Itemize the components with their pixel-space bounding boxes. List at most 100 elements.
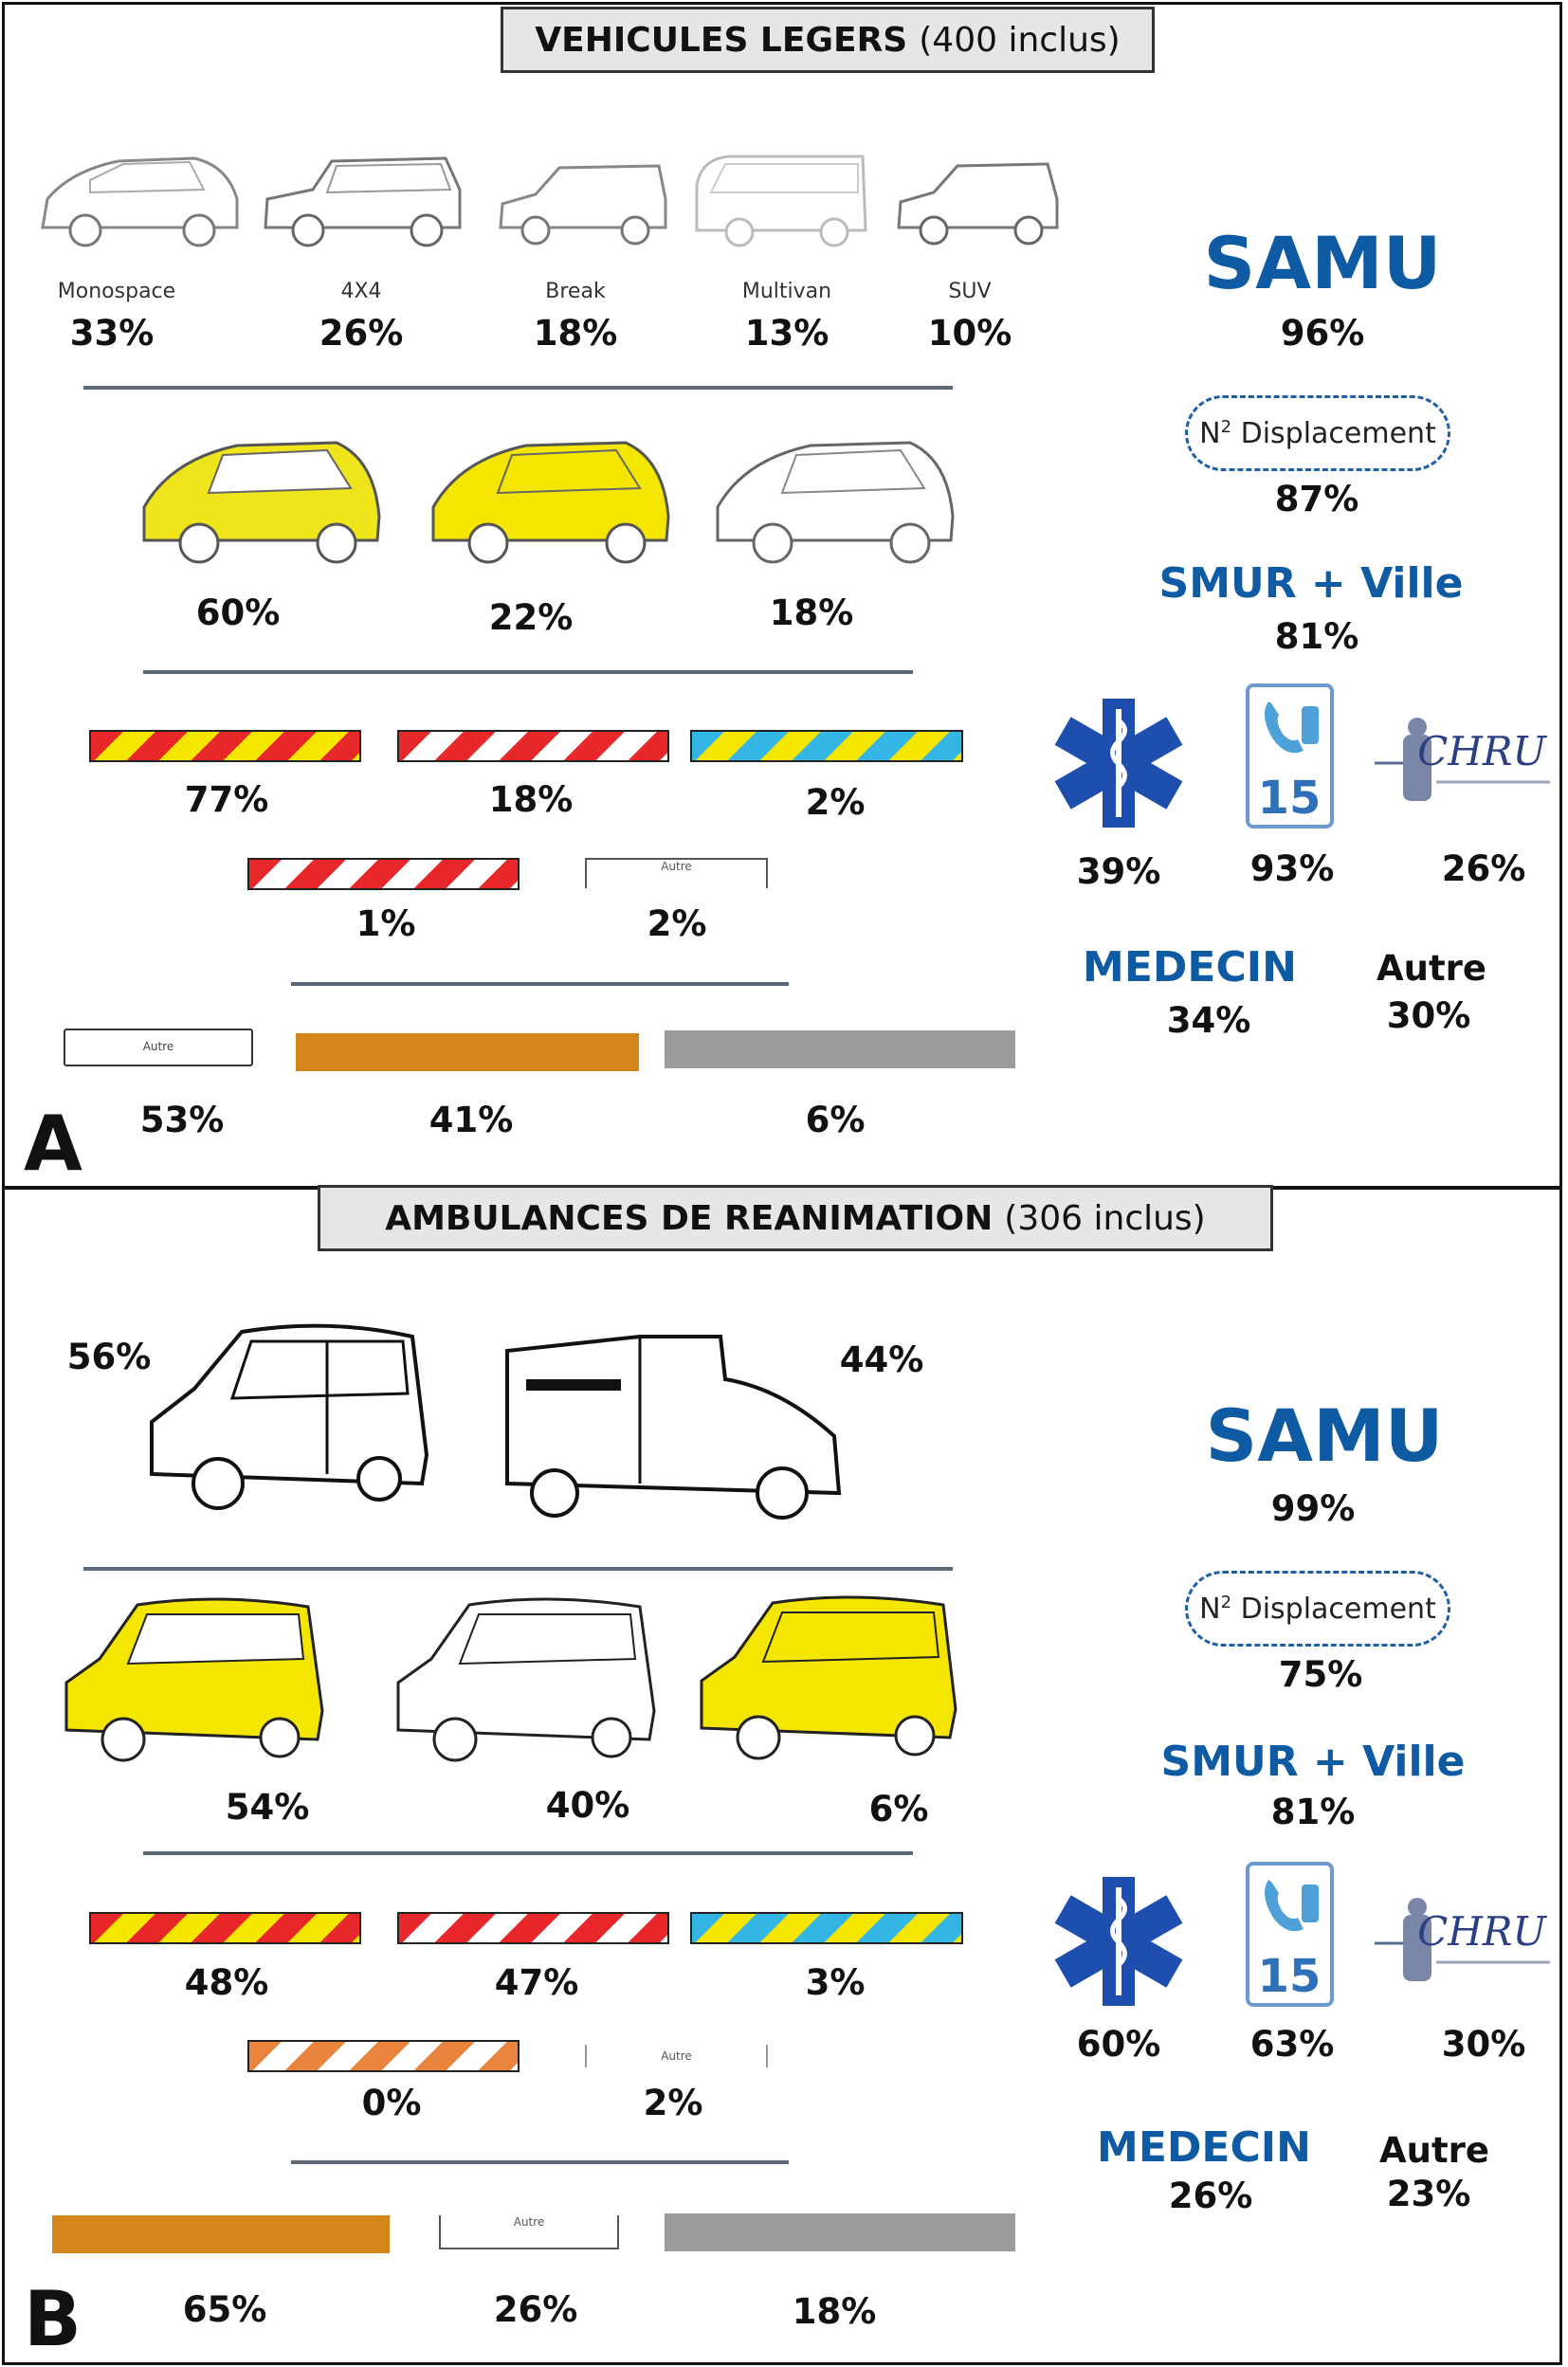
stripe-pct-other: 2% [643,2083,703,2123]
panel-b-title-bold: AMBULANCES DE REANIMATION [385,1198,994,1238]
panel-a-title-bold: VEHICULES LEGERS [535,20,908,60]
separator [291,982,789,986]
ambulance-color-pct-yellow: 54% [225,1787,310,1828]
panel-b-title-count: (306 inclus) [1004,1198,1206,1238]
bar-orange [296,1033,639,1071]
displacement-label: Displacement [1240,416,1436,450]
break-car-icon [499,164,667,246]
autre-pct: 23% [1386,2174,1471,2214]
stripe-other-label: Autre [661,860,692,873]
panel-a-letter: A [24,1100,82,1188]
medecin-label: MEDECIN [1097,2123,1311,2172]
white-car-icon [716,441,955,564]
bar-pct-orange: 41% [428,1100,514,1140]
vehicle-pct-suv: 10% [927,313,1012,354]
bracket-right [766,2045,768,2067]
color-pct-white: 18% [769,592,854,633]
stripe-red-white [397,1912,669,1944]
stripe-other-bracket: Autre [585,858,768,888]
stripe-pct-red-white: 18% [488,779,574,820]
yellow-ambulance-icon [64,1597,324,1762]
bar-pct-orange: 65% [182,2289,267,2330]
logo-pct-15: 63% [1249,2024,1335,2065]
samu-title: SAMU [1205,1393,1444,1478]
bar-gray [665,1030,1015,1068]
displacement-pill: N2 Displacement [1185,1571,1450,1647]
star-of-life-icon [1054,699,1183,828]
phone-15-text: 15 [1258,1950,1322,2003]
stripe-red-yellow [89,1912,361,1944]
stripe-red-yellow [89,730,361,762]
panel-b-letter: B [24,2275,82,2363]
stripe-pct-red-white: 47% [494,1962,579,2003]
stripe-blue-yellow [690,730,963,762]
separator [83,386,953,390]
monospace-car-icon [41,156,239,247]
bar-pct-other: 26% [493,2289,578,2330]
logo-pct-chru: 26% [1441,848,1526,889]
panel-b-title: AMBULANCES DE REANIMATION (306 inclus) [318,1185,1273,1251]
displacement-pct: 75% [1278,1654,1363,1695]
stripe-other-bracket: Autre [585,2043,768,2069]
vehicle-label-multivan: Multivan [741,280,832,303]
bar-pct-gray: 6% [805,1100,866,1140]
samu-pct: 99% [1270,1488,1356,1529]
ambulance-van-icon [150,1323,429,1510]
stripe-pct-red-white-small: 1% [356,903,416,944]
phone-15-icon: 15 [1246,1862,1334,2007]
vehicle-pct-break: 18% [533,313,618,354]
autre-label: Autre [1376,948,1486,989]
separator [143,670,913,674]
4x4-car-icon [264,156,462,247]
panel-b-ambulances: AMBULANCES DE REANIMATION (306 inclus) 5… [2,1185,1562,2365]
logo-pct-15: 93% [1249,848,1335,889]
displacement-label: Displacement [1240,1592,1436,1626]
yellow-car-icon [142,441,381,564]
chru-logo-icon: CHRU [1375,1898,1550,1981]
ambulance-pct-van: 56% [66,1337,152,1377]
stripe-red-white-small [247,858,520,890]
separator [291,2160,789,2164]
bar-other: Autre [64,1029,253,1066]
panel-a-title-count: (400 inclus) [919,20,1121,60]
phone-15-icon: 15 [1246,683,1334,828]
stripe-orange-white [247,2040,520,2072]
medecin-pct: 26% [1168,2176,1253,2216]
displacement-n2: N2 [1199,416,1232,450]
panel-a-vehicules-legers: VEHICULES LEGERS (400 inclus) Monospace … [2,2,1562,1189]
multivan-car-icon [695,155,867,247]
ambulance-pct-box: 44% [839,1339,924,1380]
displacement-pct: 87% [1274,479,1359,519]
separator [143,1851,913,1855]
stripe-red-white [397,730,669,762]
bar-other: Autre [439,2215,619,2249]
bracket-left [585,2045,587,2067]
displacement-n2: N2 [1199,1592,1232,1626]
samu-pct: 96% [1280,313,1365,354]
white-ambulance-icon [396,1597,656,1762]
separator [83,1567,953,1571]
panel-a-title: VEHICULES LEGERS (400 inclus) [501,7,1155,73]
chru-text: CHRU [1417,1908,1547,1955]
stripe-pct-blue-yellow: 2% [805,782,866,823]
smur-ville-label: SMUR + Ville [1158,559,1464,608]
vehicle-label-4x4: 4X4 [340,280,382,303]
phone-15-text: 15 [1258,772,1322,825]
ambulance-color-pct-white: 40% [545,1785,630,1826]
yellow-ambulance-icon [700,1595,957,1760]
logo-pct-star: 60% [1076,2024,1161,2065]
stripe-pct-blue-yellow: 3% [805,1962,866,2003]
vehicle-label-monospace: Monospace [57,280,176,303]
ambulance-box-icon [505,1335,842,1520]
vehicle-label-break: Break [545,280,606,303]
bar-other-label: Autre [142,1040,174,1053]
stripe-pct-red-yellow: 48% [184,1962,269,2003]
ambulance-color-pct-yellow-full: 6% [868,1789,929,1830]
stripe-pct-other: 2% [647,903,707,944]
samu-title: SAMU [1203,221,1442,305]
logo-pct-chru: 30% [1441,2024,1526,2065]
bar-gray [665,2213,1015,2251]
chru-text: CHRU [1417,728,1547,774]
smur-ville-pct: 81% [1274,616,1359,657]
stripe-blue-yellow [690,1912,963,1944]
